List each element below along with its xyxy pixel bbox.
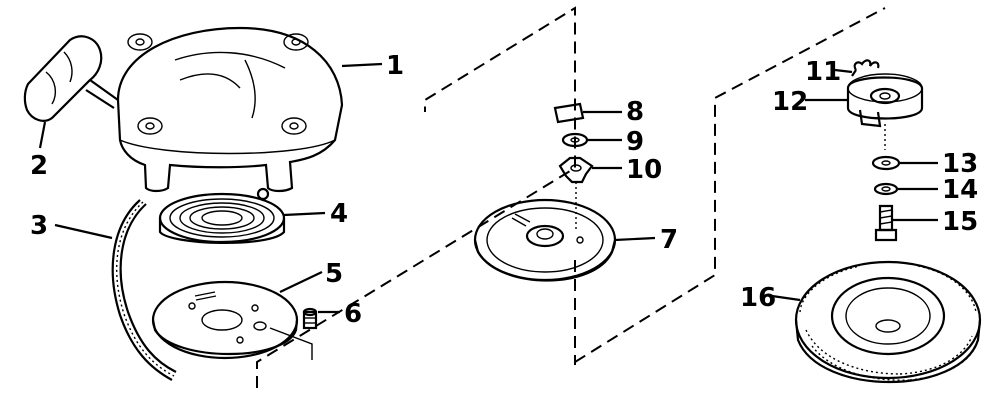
callout-11: 11 — [805, 57, 841, 87]
callout-4: 4 — [330, 199, 348, 229]
callout-14: 14 — [942, 175, 978, 205]
part-starter-cup — [771, 260, 982, 383]
callout-12: 12 — [772, 87, 808, 117]
callout-15: 15 — [942, 207, 978, 237]
callout-10: 10 — [626, 155, 662, 185]
part-small-spring — [834, 59, 880, 77]
callout-9: 9 — [626, 127, 644, 157]
callout-7: 7 — [660, 225, 678, 255]
callout-6: 6 — [344, 299, 362, 329]
callout-labels: 1 2 3 4 5 6 7 8 9 10 11 12 13 14 15 16 — [30, 51, 978, 329]
part-screw-6 — [269, 307, 340, 360]
callout-1: 1 — [386, 51, 404, 81]
part-lock-washer — [873, 182, 938, 196]
part-starter-rope — [54, 199, 177, 381]
group-boundaries — [256, 6, 886, 388]
part-retainer — [558, 156, 622, 232]
part-pawl — [553, 102, 622, 124]
callout-3: 3 — [30, 211, 48, 241]
boundary-right — [574, 7, 886, 363]
callout-16: 16 — [740, 283, 776, 313]
callout-8: 8 — [626, 97, 644, 127]
part-spring-plate — [151, 271, 323, 360]
part-pulley — [473, 198, 656, 282]
part-washer-9 — [561, 132, 622, 148]
callout-13: 13 — [942, 149, 978, 179]
part-starter-handle — [23, 35, 119, 149]
callout-5: 5 — [325, 259, 343, 289]
callout-2: 2 — [30, 151, 48, 181]
boundary-left — [256, 6, 576, 388]
part-bolt — [874, 204, 938, 242]
part-recoil-spring — [158, 187, 326, 244]
part-starter-housing — [116, 26, 383, 193]
part-washer-13 — [871, 155, 938, 171]
part-clutch-hub — [805, 73, 924, 150]
